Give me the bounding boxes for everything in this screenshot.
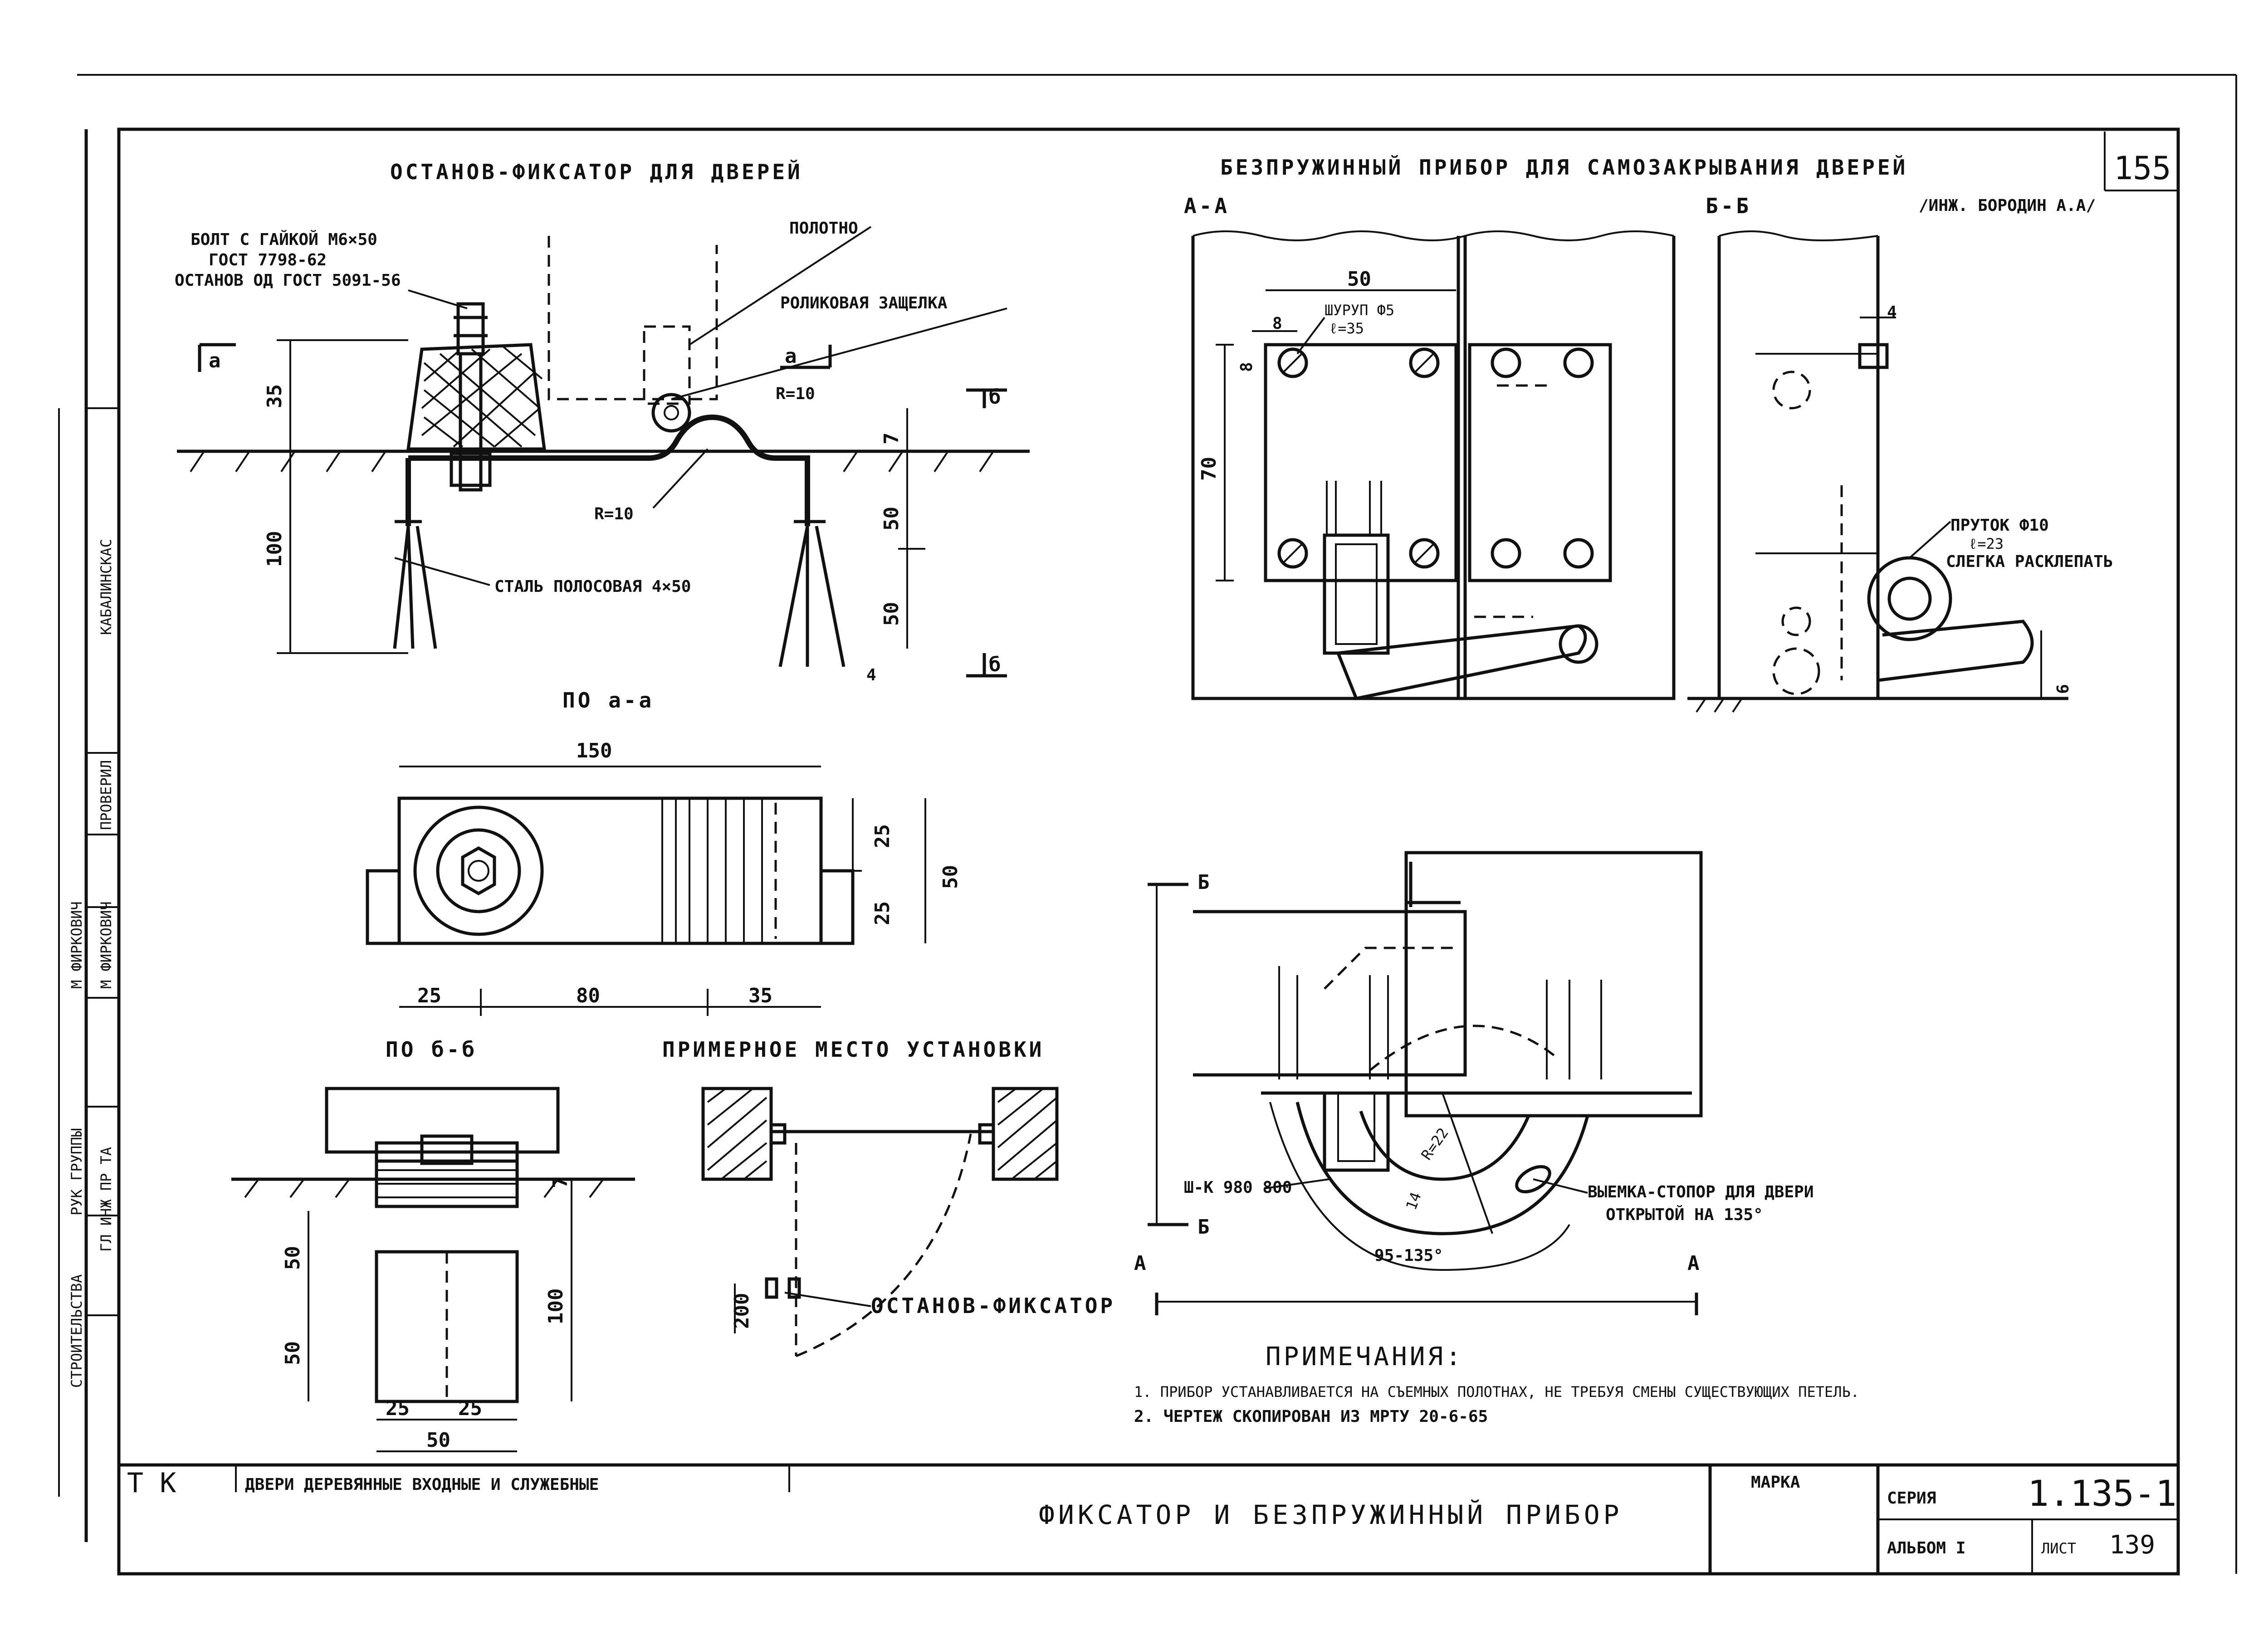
install-view-title: ПРИМЕРНОЕ МЕСТО УСТАНОВКИ xyxy=(662,1037,1044,1062)
side-name-4: М ФИРКОВИЧ xyxy=(98,901,115,989)
right-view-title: БЕЗПРУЖИННЫЙ ПРИБОР ДЛЯ САМОЗАКРЫВАНИЯ Д… xyxy=(1220,155,1908,180)
tb-sheet-label: ЛИСТ xyxy=(2041,1540,2076,1557)
drawing-label: R=10 xyxy=(594,505,634,523)
tb-sheet-value: 139 xyxy=(2109,1530,2155,1560)
side-role-1: РУК ГРУППЫ xyxy=(68,1128,85,1216)
side-role-3: СТРОИТЕЛЬСТВА xyxy=(68,1274,85,1388)
drawing-label: 7 xyxy=(549,1176,572,1189)
left-view-title: ОСТАНОВ-ФИКСАТОР ДЛЯ ДВЕРЕЙ xyxy=(390,160,803,184)
drawing-label: 95-135° xyxy=(1374,1246,1443,1265)
drawing-label: 35 xyxy=(748,984,772,1007)
side-name-1: КАБАЛИНСКАС xyxy=(98,539,115,635)
drawing-label: 25 xyxy=(386,1397,410,1420)
section-bb-drawing: 7 50 50 100 25 25 50 xyxy=(231,1087,635,1452)
drawing-label: А xyxy=(1687,1252,1700,1275)
drawing-label: 25 xyxy=(871,901,894,925)
drawing-label: 14 xyxy=(1403,1190,1425,1212)
side-name-2: ПРОВЕРИЛ xyxy=(98,760,115,830)
drawing-label: 50 xyxy=(880,507,903,531)
drawing-label: а xyxy=(209,349,221,372)
drawing-label: 80 xyxy=(576,984,600,1007)
drawing-label: ВЫЕМКА-СТОПОР ДЛЯ ДВЕРИ xyxy=(1588,1183,1814,1201)
side-stamp: КАБАЛИНСКАС ПРОВЕРИЛ М ФИРКОВИЧ М ФИРКОВ… xyxy=(68,539,115,1388)
device-section-bb: 4 6 ПРУТОК Ф10 ℓ=23 СЛЕГКА РАСКЛЕПАТЬ xyxy=(1687,230,2113,713)
drawing-label: ℓ=23 xyxy=(1969,535,2004,552)
drawing-label: ОТКРЫТОЙ НА 135° xyxy=(1606,1205,1763,1224)
drawing-label: 25 xyxy=(458,1397,482,1420)
drawing-label: 7 xyxy=(880,433,903,445)
drawing-label: СЛЕГКА РАСКЛЕПАТЬ xyxy=(1946,552,2113,571)
drawing-label: ПОЛОТНО xyxy=(789,219,858,238)
drawing-label: 70 xyxy=(1198,457,1221,481)
drawing-label: ГОСТ 7798-62 xyxy=(209,251,327,269)
drawing-label: 50 xyxy=(281,1246,304,1270)
drawing-label: ОСТАНОВ-ФИКСАТОР xyxy=(871,1294,1115,1318)
drawing-label: 200 xyxy=(730,1293,753,1329)
tb-series-title: ДВЕРИ ДЕРЕВЯННЫЕ ВХОДНЫЕ И СЛУЖЕБНЫЕ xyxy=(245,1475,599,1494)
drawing-label: РОЛИКОВАЯ ЗАЩЕЛКА xyxy=(780,294,948,312)
drawing-label: 4 xyxy=(866,666,876,684)
notes-title: ПРИМЕЧАНИЯ: xyxy=(1266,1342,1464,1372)
side-role-2: ГЛ ИНЖ ПР ТА xyxy=(98,1147,115,1252)
drawing-label: ШУРУП Ф5 xyxy=(1325,302,1394,319)
drawing-label: 25 xyxy=(417,984,441,1007)
drawing-label: СТАЛЬ ПОЛОСОВАЯ 4×50 xyxy=(494,577,691,596)
section-aa-mark: А-А xyxy=(1184,194,1230,218)
drawing-label: Б xyxy=(1198,871,1210,894)
drawing-label: 100 xyxy=(263,531,286,567)
install-view-drawing: 200 ОСТАНОВ-ФИКСАТОР xyxy=(701,1087,1115,1357)
drawing-label: 35 xyxy=(263,384,286,408)
drawing-label: 4 xyxy=(1887,303,1897,322)
sheet-frame xyxy=(58,74,2237,1576)
section-bb-mark: Б-Б xyxy=(1706,194,1751,218)
drawing-label: 50 xyxy=(281,1341,304,1365)
notes: ПРИМЕЧАНИЯ: 1. ПРИБОР УСТАНАВЛИВАЕТСЯ НА… xyxy=(1134,1342,1859,1426)
device-section-aa: 50 8 8 70 ШУРУП Ф5 ℓ=35 xyxy=(1191,230,1676,701)
drawing-label: ОСТАНОВ ОД ГОСТ 5091-56 xyxy=(175,271,401,290)
drawing-label: ℓ=35 xyxy=(1329,320,1364,337)
stop-latch-labels: БОЛТ С ГАЙКОЙ М6×50 ГОСТ 7798-62 ОСТАНОВ… xyxy=(175,219,1001,684)
drawing-label: 6 xyxy=(2054,684,2072,694)
drawing-label: 8 xyxy=(1272,314,1282,333)
tb-series-label: СЕРИЯ xyxy=(1887,1489,1936,1508)
drawing-label: 50 xyxy=(1347,268,1371,291)
drawing-label: 50 xyxy=(426,1429,450,1452)
tb-series-value: 1.135-1 xyxy=(2028,1474,2177,1514)
device-plan-view: Ш-К 980 800 R=22 14 95-135° ВЫЕМКА-СТОПО… xyxy=(1134,851,1814,1315)
drawing-label: 150 xyxy=(576,739,612,762)
section-aa-title: ПО а-а xyxy=(562,688,654,713)
drawing-label: 50 xyxy=(880,602,903,626)
drawing-label: б xyxy=(989,386,1001,409)
tb-drawing-title: ФИКСАТОР И БЕЗПРУЖИННЫЙ ПРИБОР xyxy=(1039,1499,1623,1530)
section-bb-title: ПО б-б xyxy=(386,1037,477,1062)
drawing-label: б xyxy=(989,653,1001,676)
drawing-label: А xyxy=(1134,1252,1146,1275)
drawing-label: Б xyxy=(1198,1216,1210,1239)
tb-mark-label: МАРКА xyxy=(1751,1473,1800,1492)
section-aa-drawing: 150 25 80 35 25 25 50 xyxy=(366,739,962,1016)
drawing-label: 8 xyxy=(1237,362,1256,372)
tb-org: Т К xyxy=(127,1467,176,1499)
note-1: 1. ПРИБОР УСТАНАВЛИВАЕТСЯ НА СЪЕМНЫХ ПОЛ… xyxy=(1134,1383,1859,1401)
drawing-label: R=22 xyxy=(1418,1125,1452,1163)
stop-latch-elevation xyxy=(177,226,1030,678)
drawing-label: а xyxy=(785,345,797,368)
tb-album: АЛЬБОМ I xyxy=(1887,1539,1965,1557)
side-name-3: М ФИРКОВИЧ xyxy=(68,901,85,989)
drawing-label: БОЛТ С ГАЙКОЙ М6×50 xyxy=(191,230,377,249)
sheet-number-box: 155 xyxy=(2104,132,2177,191)
drawing-label: 50 xyxy=(939,865,962,889)
drawing-label: 25 xyxy=(871,824,894,848)
drawing-label: 100 xyxy=(544,1289,567,1324)
note-2: 2. ЧЕРТЕЖ СКОПИРОВАН ИЗ МРТУ 20-6-65 xyxy=(1134,1407,1488,1426)
drawing-label: R=10 xyxy=(776,385,815,403)
title-block: Т К ДВЕРИ ДЕРЕВЯННЫЕ ВХОДНЫЕ И СЛУЖЕБНЫЕ… xyxy=(119,1463,2178,1575)
sheet-number: 155 xyxy=(2114,150,2171,187)
drawing-label: ПРУТОК Ф10 xyxy=(1950,516,2049,535)
right-view-author: /ИНЖ. БОРОДИН А.А/ xyxy=(1919,196,2096,215)
